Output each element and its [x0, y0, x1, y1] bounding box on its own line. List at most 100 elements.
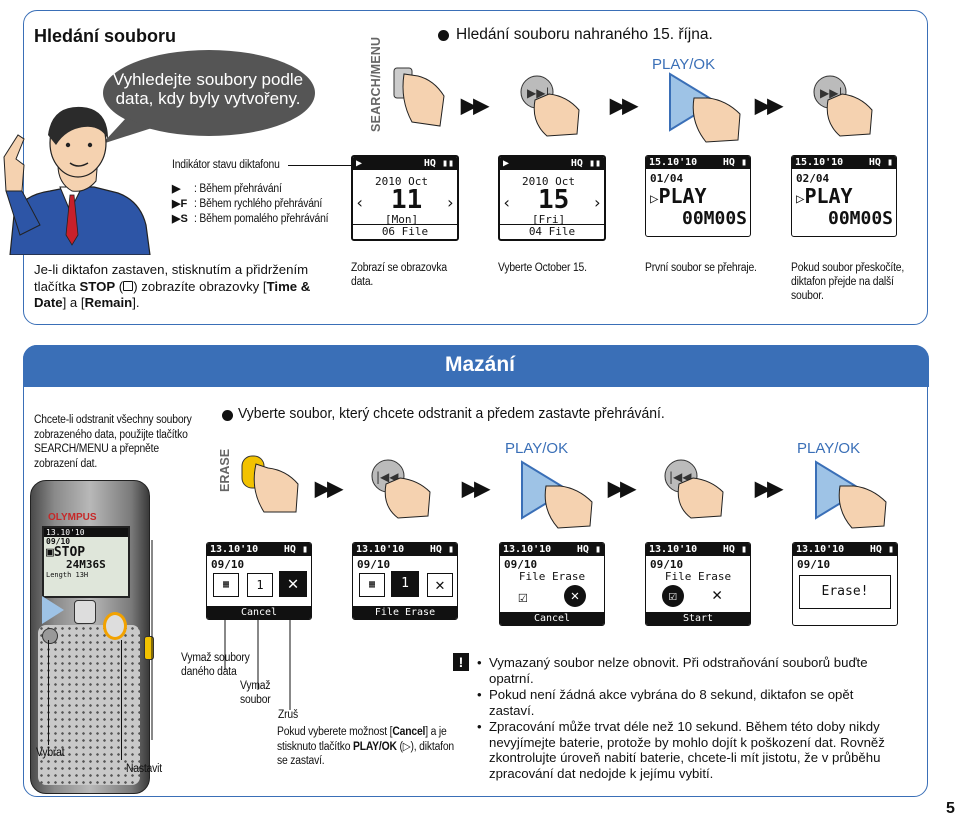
recorder-date: 13.10'10 — [44, 528, 128, 537]
indicator-title: Indikátor stavu diktafonu — [172, 159, 280, 171]
recorder-side-erase-button[interactable] — [144, 636, 154, 660]
play-ok-button-press[interactable] — [810, 458, 890, 530]
warning-icon: ! — [453, 653, 469, 671]
caption: První soubor se přehraje. — [645, 262, 757, 274]
lcd-date: 15.10'10 — [649, 157, 698, 168]
lcd-middle: File Erase — [664, 570, 732, 583]
lcd-day-number: 15 — [538, 185, 570, 215]
lcd-footer: File Erase — [353, 606, 457, 619]
next-arrow-icon: ▶▶ — [315, 478, 343, 500]
recorder-stop-button[interactable] — [74, 600, 96, 624]
search-menu-button-press[interactable] — [388, 60, 448, 130]
lcd-date: 15.10'10 — [795, 157, 844, 168]
recorder-erase-button[interactable] — [103, 612, 127, 640]
play-ok-button-press[interactable] — [664, 70, 744, 146]
speech-bubble-text: Vyhledejte soubory podle data, kdy byly … — [112, 70, 304, 108]
recorder-brand: OLYMPUS — [48, 512, 97, 523]
label-select: Vybrat — [36, 747, 65, 759]
play-ok-button-press[interactable] — [516, 458, 596, 530]
lcd-middle: Erase! — [799, 575, 891, 609]
caption: Vyberte October 15. — [498, 262, 587, 274]
recorder-display: 13.10'10 09/10 ▣STOP 24M36S Length 13H — [42, 526, 130, 598]
search-menu-label: SEARCH/MENU — [369, 36, 383, 132]
stop-icon — [123, 280, 134, 291]
cancel-x-icon: ✕ — [564, 585, 586, 607]
erase-date-icon: ▦ — [213, 573, 239, 597]
label-cancel: Zruš — [278, 709, 298, 721]
next-arrow-icon: ▶▶ — [462, 478, 490, 500]
lcd-middle: File Erase — [518, 570, 586, 583]
lcd-file-number: 09/10 — [211, 558, 245, 571]
erase-button-press[interactable] — [238, 450, 302, 516]
step-bullet-icon — [222, 410, 233, 421]
lcd-weekday: [Fri] — [532, 213, 566, 226]
speech-bubble — [102, 50, 315, 144]
search-intro-text: Je-li diktafon zastaven, stisknutím a př… — [34, 262, 311, 310]
slow-play-indicator-icon: ▶S — [172, 213, 188, 225]
rew-button-press[interactable]: |◀◀ — [364, 454, 434, 520]
man-illustration — [3, 106, 151, 255]
rew-button-press[interactable]: |◀◀ — [657, 454, 727, 520]
note-item: Vymazaný soubor nelze obnovit. Při odstr… — [475, 655, 895, 686]
lcd-date: 13.10'10 — [210, 544, 259, 555]
play-icon: ▷ — [402, 740, 411, 753]
label-erase-file: Vymaž soubor — [240, 680, 271, 706]
lcd-screen-date: ▶HQ ▮▮ 2010 Oct 11 [Mon] 06 File ‹ › — [351, 155, 459, 241]
check-icon: ☑ — [662, 585, 684, 607]
lcd-day-number: 11 — [391, 185, 423, 215]
ff-button-press[interactable]: ▶▶| — [513, 70, 583, 140]
step-bullet-icon — [438, 30, 449, 41]
lcd-file-number: 09/10 — [797, 558, 831, 571]
note-item: Pokud není žádná akce vybrána do 8 sekun… — [475, 687, 895, 718]
recorder-file-number: 09/10 — [46, 537, 71, 546]
erase-file-icon: 1 — [247, 573, 273, 597]
lcd-file-count: 06 File — [353, 224, 457, 239]
lcd-date: 13.10'10 — [649, 544, 698, 555]
cancel-x-icon: ✕ — [712, 585, 723, 605]
recorder-play-button[interactable] — [42, 596, 64, 624]
erase-header-bar — [23, 345, 929, 387]
cancel-note: Pokud vyberete možnost [Cancel] a je sti… — [277, 726, 455, 767]
erase-date-icon: ▦ — [359, 573, 385, 597]
next-arrow-icon: ▶▶ — [608, 478, 636, 500]
ff-button-press[interactable]: ▶▶| — [806, 70, 876, 140]
label-set: Nastavit — [126, 763, 162, 775]
recorder-time: 24M36S — [66, 558, 106, 571]
lcd-date: 13.10'10 — [503, 544, 552, 555]
indicator-item: : Během přehrávání — [194, 183, 282, 195]
notes-list: Vymazaný soubor nelze obnovit. Při odstr… — [475, 655, 895, 782]
erase-file-icon: 1 — [391, 571, 419, 597]
recorder-length: Length 13H — [46, 571, 89, 579]
indicator-item: : Během rychlého přehrávání — [194, 198, 323, 210]
caption: Pokud soubor přeskočíte, diktafon přejde… — [791, 262, 905, 302]
lcd-play: PLAY — [658, 184, 707, 208]
callout-line-set — [121, 640, 122, 760]
lcd-file-count: 04 File — [500, 224, 604, 239]
lcd-footer: Cancel — [207, 606, 311, 619]
erase-vertical-label: ERASE — [218, 448, 232, 492]
recorder-speaker — [38, 625, 140, 785]
lcd-date: 13.10'10 — [356, 544, 405, 555]
lcd-file-number: 09/10 — [357, 558, 391, 571]
recorder-rew-button[interactable] — [42, 628, 58, 644]
label-erase-date: Vymaž soubory daného data — [181, 652, 250, 678]
indicator-item: : Během pomalého přehrávání — [194, 213, 329, 225]
indicator-leader-line — [288, 165, 374, 166]
next-arrow-icon: ▶▶ — [755, 95, 783, 117]
cancel-x-icon: ✕ — [279, 571, 307, 597]
lcd-footer: Start — [646, 612, 750, 625]
check-icon: ☑ — [518, 587, 528, 606]
search-step-title: Hledání souboru nahraného 15. října. — [456, 26, 713, 43]
lcd-time: 00M00S — [682, 208, 748, 229]
lcd-file-number: 01/04 — [650, 172, 684, 185]
play-indicator-icon: ▶ — [172, 183, 181, 195]
lcd-weekday: [Mon] — [385, 213, 419, 226]
lcd-footer: Cancel — [500, 612, 604, 625]
lcd-file-number: 02/04 — [796, 172, 830, 185]
